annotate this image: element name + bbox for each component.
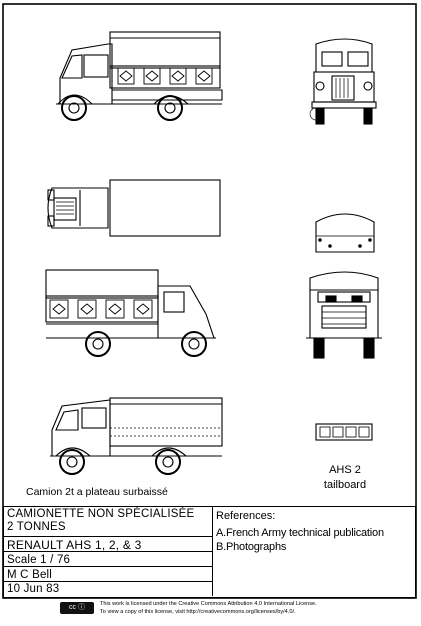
license-line1: This work is licensed under the Creative… (100, 601, 317, 607)
vehicle-name: CAMIONETTE NON SPÉCIALISÉE 2 TONNES (4, 508, 212, 537)
title-block-left: CAMIONETTE NON SPÉCIALISÉE 2 TONNES RENA… (4, 507, 213, 596)
drawing-date: 10 Jun 83 (7, 583, 60, 595)
plan-view-truck (47, 179, 221, 237)
rear-tilt-view (315, 213, 375, 253)
tailboard-caption-line1: AHS 2 (329, 464, 361, 476)
license-text: This work is licensed under the Creative… (100, 601, 317, 616)
rear-view-truck (306, 271, 382, 359)
vehicle-name-line1: CAMIONETTE NON SPÉCIALISÉE (7, 508, 195, 520)
lowbed-caption: Camion 2t a plateau surbaissé (26, 486, 168, 498)
license-notice: cc ⓘ This work is licensed under the Cre… (60, 601, 400, 617)
tailboard-view (315, 423, 373, 441)
side-view-body-truck (45, 269, 216, 357)
reference-item: B.Photographs (216, 541, 287, 553)
side-view-tilt-truck (56, 31, 223, 121)
vehicle-name-line2: 2 TONNES (7, 521, 66, 533)
title-block: CAMIONETTE NON SPÉCIALISÉE 2 TONNES RENA… (3, 506, 416, 598)
tailboard-caption: AHS 2 tailboard (312, 463, 378, 493)
references-panel: References: A.French Army technical publ… (216, 509, 412, 554)
sheet-border (2, 3, 417, 599)
drawing-author: M C Bell (4, 568, 212, 582)
license-line2: To view a copy of this license, visit ht… (100, 608, 296, 615)
side-view-lowbed-truck (50, 397, 223, 475)
references-heading: References: (216, 510, 276, 522)
tailboard-caption-line2: tailboard (323, 479, 367, 491)
drawing-scale: Scale 1 / 76 (4, 553, 212, 567)
cc-by-badge-icon[interactable]: cc ⓘ (60, 602, 94, 614)
front-view-truck (309, 38, 377, 125)
reference-item: A.French Army technical publication (216, 527, 384, 539)
vehicle-model: RENAULT AHS 1, 2, & 3 (4, 538, 212, 552)
